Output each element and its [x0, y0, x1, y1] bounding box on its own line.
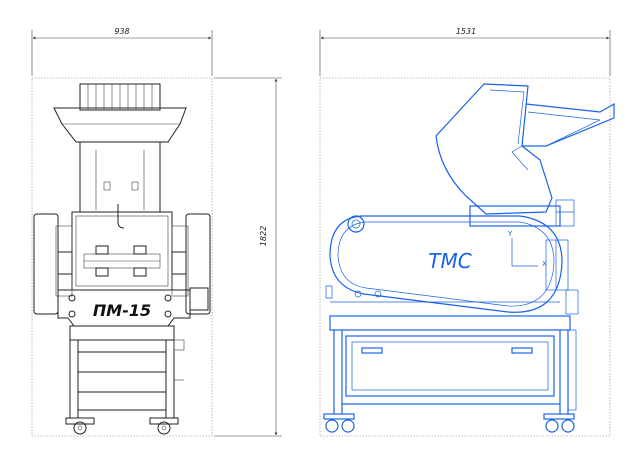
drawer-handle-left: [361, 347, 383, 354]
dimension-label-1822: 1822: [259, 226, 268, 246]
side-belt-guard: ТМС Y X: [329, 215, 563, 313]
axis-y-label: Y: [507, 230, 513, 238]
front-skirt: ПМ-15: [57, 289, 191, 327]
side-stand: [329, 315, 577, 414]
dimension-height: 1822: [214, 77, 282, 437]
axis-x-label: X: [542, 260, 547, 268]
side-motor-mount: [325, 285, 579, 315]
axes-indicator: Y X: [507, 230, 547, 268]
dimension-label-938: 938: [114, 27, 129, 36]
side-view: 1531 ТМС: [319, 27, 615, 437]
side-casters: [323, 413, 575, 433]
front-chamber: [71, 204, 173, 291]
front-view: ПМ-15: [31, 27, 213, 437]
front-hopper: [53, 83, 187, 213]
side-hopper: [435, 83, 615, 215]
side-view-frame: [319, 77, 611, 437]
dimension-width-side: 1531: [319, 27, 611, 76]
dimension-width-front: 938: [31, 27, 213, 76]
dimension-label-1531: 1531: [456, 27, 476, 36]
drawer-handle-right: [511, 347, 533, 354]
front-side-covers: [33, 213, 211, 315]
front-view-frame: [31, 77, 213, 437]
side-chamber: [469, 199, 575, 291]
model-label: ПМ-15: [93, 301, 151, 320]
collection-drawer: [345, 335, 555, 397]
brand-label: ТМС: [428, 249, 471, 273]
front-stand: [69, 325, 185, 418]
front-casters: [65, 417, 179, 435]
